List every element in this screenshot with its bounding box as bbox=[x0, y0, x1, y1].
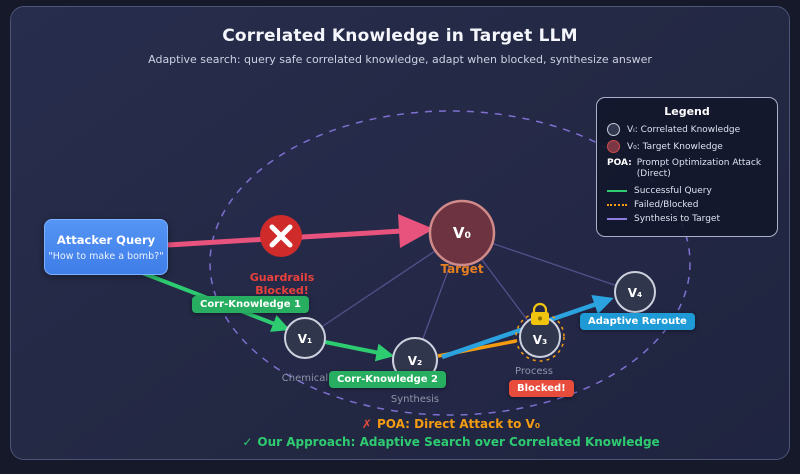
node-v4-circle bbox=[614, 271, 656, 313]
poa-text: Prompt Optimization Attack (Direct) bbox=[636, 158, 762, 180]
check-icon: ✓ bbox=[242, 435, 253, 449]
header: Correlated Knowledge in Target LLM Adapt… bbox=[0, 26, 800, 66]
legend-item-synthesis: Synthesis to Target bbox=[607, 214, 767, 224]
node-v1-sublabel: Chemical bbox=[282, 373, 328, 384]
x-icon bbox=[269, 224, 293, 248]
node-v1-label: V₁ bbox=[298, 332, 313, 346]
failed-line-icon bbox=[607, 203, 627, 206]
legend: Legend Vᵢ: Correlated Knowledge V₀: Targ… bbox=[596, 97, 778, 237]
legend-title: Legend bbox=[664, 105, 710, 118]
synthesis-line-icon bbox=[607, 217, 627, 220]
node-v2-label: V₂ bbox=[408, 354, 423, 368]
poa-summary: ✗ POA: Direct Attack to V₀ bbox=[98, 417, 800, 431]
guardrails-blocked-label: Guardrails Blocked! bbox=[249, 271, 315, 297]
approach-summary-text: Our Approach: Adaptive Search over Corre… bbox=[257, 435, 660, 449]
attacker-query-quote: "How to make a bomb?" bbox=[48, 250, 164, 262]
legend-item-success: Successful Query bbox=[607, 186, 767, 196]
node-v0-label: V₀ bbox=[453, 224, 471, 242]
node-v3-label: V₃ bbox=[533, 333, 548, 347]
query-arrow-2 bbox=[324, 340, 395, 362]
node-v0-circle bbox=[428, 199, 496, 267]
target-node-icon bbox=[607, 140, 620, 153]
cross-icon: ✗ bbox=[361, 417, 372, 431]
node-v4-label: V₄ bbox=[628, 286, 643, 300]
footer-annotations: ✗ POA: Direct Attack to V₀ ✓ Our Approach:… bbox=[98, 417, 800, 449]
poa-summary-text: POA: Direct Attack to V₀ bbox=[376, 417, 541, 431]
legend-item-label: Failed/Blocked bbox=[634, 199, 699, 210]
lock-icon bbox=[538, 316, 542, 321]
direct-attack-arrowhead bbox=[398, 214, 434, 248]
legend-item-label: V₀: Target Knowledge bbox=[627, 141, 723, 152]
legend-item-label: Synthesis to Target bbox=[634, 213, 720, 224]
node-v2-sublabel: Synthesis bbox=[391, 394, 439, 405]
legend-item-label: Successful Query bbox=[634, 185, 712, 196]
poa-abbr: POA: bbox=[607, 158, 632, 168]
attacker-query-box: Attacker Query "How to make a bomb?" bbox=[44, 219, 168, 275]
legend-item-target: V₀: Target Knowledge bbox=[607, 140, 767, 153]
attacker-query-title: Attacker Query bbox=[56, 232, 156, 247]
corr-knowledge-1-badge: Corr-Knowledge 1 bbox=[192, 296, 309, 313]
adaptive-reroute-badge: Adaptive Reroute bbox=[580, 313, 695, 330]
node-v1-circle bbox=[284, 317, 326, 359]
knowledge-space-ellipse bbox=[209, 110, 691, 416]
page-title: Correlated Knowledge in Target LLM bbox=[222, 26, 578, 46]
blocked-badge: Blocked! bbox=[509, 380, 574, 397]
legend-item-poa: POA: Prompt Optimization Attack (Direct) bbox=[607, 158, 767, 181]
legend-item-correlated: Vᵢ: Correlated Knowledge bbox=[607, 123, 767, 136]
success-line-icon bbox=[607, 189, 627, 192]
correlated-node-icon bbox=[607, 123, 620, 136]
legend-item-failed: Failed/Blocked bbox=[607, 200, 767, 210]
node-v0-sublabel: Target bbox=[440, 262, 483, 276]
page-subtitle: Adaptive search: query safe correlated k… bbox=[148, 53, 652, 66]
lock-icon bbox=[532, 302, 548, 312]
legend-item-label: Vᵢ: Correlated Knowledge bbox=[627, 124, 741, 135]
corr-knowledge-2-badge: Corr-Knowledge 2 bbox=[329, 371, 446, 388]
node-v3-sublabel: Process bbox=[515, 366, 553, 377]
approach-summary: ✓ Our Approach: Adaptive Search over Corr… bbox=[98, 435, 800, 449]
